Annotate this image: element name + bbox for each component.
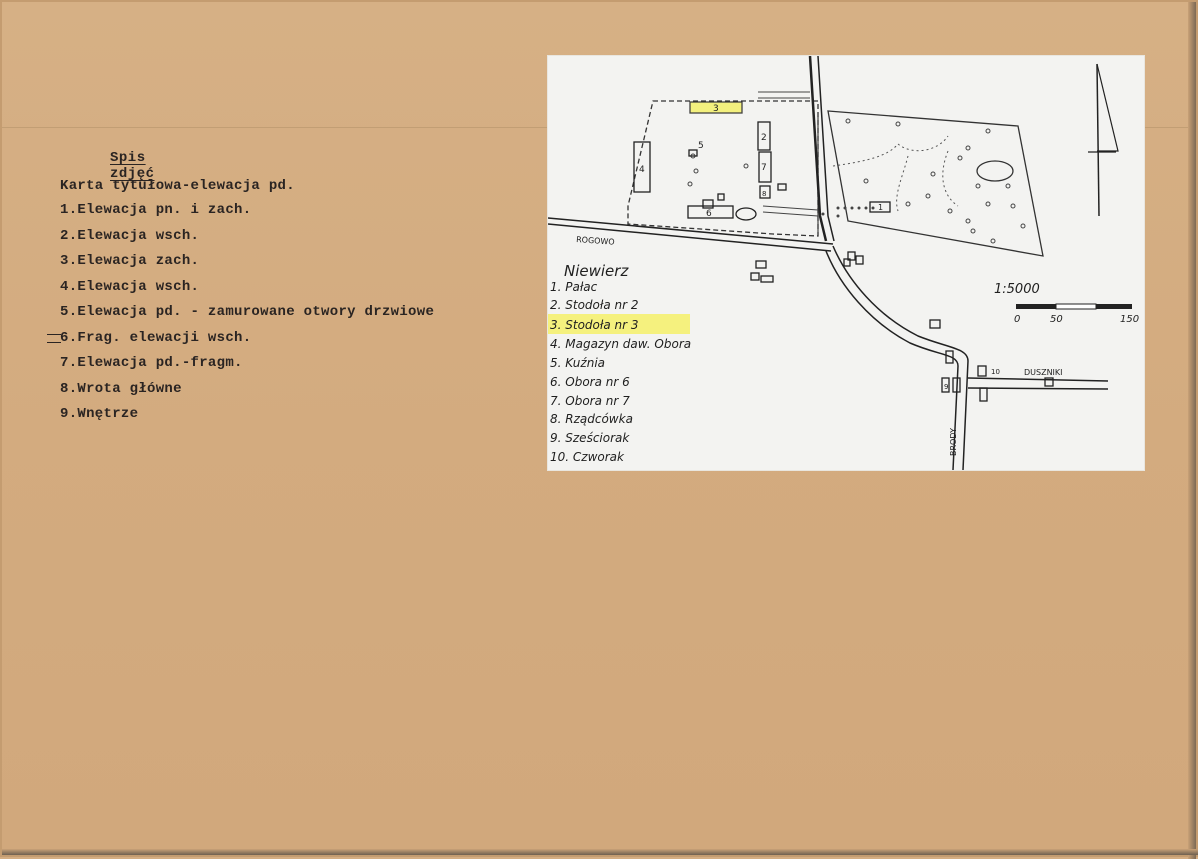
road-south-edge bbox=[825, 250, 959, 470]
legend-item: 6. Obora nr 6 bbox=[550, 375, 630, 389]
svg-text:10: 10 bbox=[991, 368, 1000, 376]
building-8 bbox=[759, 185, 771, 199]
building-6 bbox=[687, 205, 734, 219]
scale-text: 1:5000 bbox=[994, 282, 1040, 297]
well bbox=[735, 207, 757, 221]
boundary-inner bbox=[762, 205, 819, 217]
building-9 bbox=[941, 377, 950, 393]
list-item: 2.Elewacja wsch. bbox=[60, 227, 200, 244]
building-3 bbox=[689, 101, 743, 114]
list-item: 3.Elewacja zach. bbox=[60, 253, 200, 269]
legend-highlight bbox=[548, 314, 690, 334]
road-east-edge bbox=[967, 387, 1109, 390]
svg-text:8: 8 bbox=[762, 190, 766, 198]
road-label-duszniki: DUSZNIKI bbox=[1024, 368, 1063, 377]
svg-text:6: 6 bbox=[706, 209, 712, 219]
handwritten-mark bbox=[47, 334, 61, 343]
buildings bbox=[633, 101, 1054, 402]
legend-item: 2. Stodoła nr 2 bbox=[550, 298, 639, 312]
svg-text:5: 5 bbox=[698, 141, 704, 151]
map-legend: 1. Pałac 2. Stodoła nr 2 3. Stodoła nr 3… bbox=[550, 280, 691, 464]
legend-item: 10. Czworak bbox=[550, 450, 625, 464]
road-north-edge bbox=[817, 56, 835, 242]
list-item: 4.Elewacja wsch. bbox=[60, 278, 200, 295]
building-7 bbox=[758, 151, 772, 183]
park-trees bbox=[687, 118, 1026, 244]
site-map-photo: 3 2 5 4 7 8 6 1 10 9 ROGOWO DUSZNIKI BRO… bbox=[548, 56, 1144, 470]
svg-text:9: 9 bbox=[944, 383, 948, 391]
fence-dots bbox=[821, 206, 875, 218]
road-west-edge bbox=[548, 223, 832, 252]
svg-text:3: 3 bbox=[713, 104, 719, 114]
building-4 bbox=[633, 141, 651, 193]
scale-bar bbox=[1016, 303, 1132, 310]
list-item: 7.Elewacja pd.-fragm. bbox=[60, 355, 243, 371]
photo-list-title: Spis zdjęć bbox=[110, 150, 155, 182]
list-item: 9.Wnętrze bbox=[60, 406, 139, 422]
park-boundary bbox=[827, 110, 1044, 257]
card-edge-bottom bbox=[2, 849, 1198, 855]
list-item: 6.Frag. elewacji wsch. bbox=[60, 329, 252, 346]
building-2 bbox=[757, 121, 771, 151]
legend-item: 1. Pałac bbox=[550, 280, 598, 294]
boundary-wall bbox=[758, 91, 810, 99]
svg-text:1: 1 bbox=[878, 203, 883, 212]
park-paths bbox=[832, 135, 959, 212]
legend-item: 7. Obora nr 7 bbox=[550, 394, 630, 408]
legend-item: 5. Kuźnia bbox=[550, 356, 605, 370]
list-item: 1.Elewacja pn. i zach. bbox=[60, 202, 252, 218]
road-north bbox=[808, 56, 828, 242]
site-map: 3 2 5 4 7 8 6 1 10 9 ROGOWO DUSZNIKI BRO… bbox=[548, 56, 1139, 470]
scale-tick-150: 150 bbox=[1120, 314, 1139, 325]
building-1 bbox=[869, 201, 891, 213]
building-labels: 3 2 5 4 7 8 6 1 10 9 bbox=[639, 104, 1000, 391]
list-item: 5.Elewacja pd. - zamurowane otwory drzwi… bbox=[60, 304, 435, 320]
place-name: Niewierz bbox=[564, 262, 629, 280]
road-label-rogowo: ROGOWO bbox=[576, 235, 615, 247]
legend-item: 8. Rządcówka bbox=[550, 412, 633, 426]
svg-text:7: 7 bbox=[761, 163, 767, 173]
scale-tick-0: 0 bbox=[1014, 314, 1020, 325]
legend-item: 9. Sześciorak bbox=[550, 431, 630, 445]
svg-text:4: 4 bbox=[639, 165, 645, 175]
road-east bbox=[967, 377, 1109, 382]
building-10 bbox=[977, 365, 987, 377]
legend-item: 3. Stodoła nr 3 bbox=[550, 318, 639, 332]
list-item: 8.Wrota główne bbox=[60, 380, 182, 397]
legend-item: 4. Magazyn daw. Obora bbox=[550, 337, 691, 351]
park-pond bbox=[976, 160, 1014, 182]
estate-boundary bbox=[627, 100, 819, 237]
north-arrow-icon bbox=[1088, 63, 1119, 217]
svg-text:2: 2 bbox=[761, 133, 767, 143]
card-edge-right bbox=[1188, 2, 1196, 859]
road-west bbox=[548, 217, 834, 245]
scale-tick-50: 50 bbox=[1050, 314, 1063, 325]
photo-list-subtitle: Karta tytułowa-elewacja pd. bbox=[60, 178, 295, 194]
road-label-brody: BRODY bbox=[949, 428, 958, 456]
road-south bbox=[832, 245, 969, 470]
photo-list-items: 1.Elewacja pn. i zach. 2.Elewacja wsch. … bbox=[60, 202, 434, 432]
